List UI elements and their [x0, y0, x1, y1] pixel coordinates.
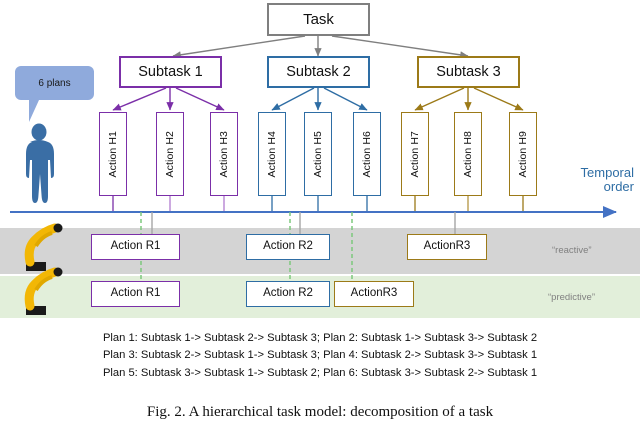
subtask-1-label: Subtask 1	[138, 63, 203, 80]
action-box-predictive-r2[interactable]: Action R2	[246, 281, 330, 307]
temporal-order-line2: order	[603, 178, 634, 194]
action-h1-label: Action H1	[106, 130, 119, 178]
temporal-order-label: Temporal order	[516, 166, 634, 193]
action-box-h2[interactable]: Action H2	[156, 112, 184, 196]
task-label: Task	[303, 11, 334, 28]
plan-list: Plan 1: Subtask 1-> Subtask 2-> Subtask …	[0, 330, 640, 382]
band-label-predictive: “predictive”	[548, 292, 595, 303]
action-box-reactive-r1[interactable]: Action R1	[91, 234, 180, 260]
action-box-h9[interactable]: Action H9	[509, 112, 537, 196]
callout-text: 6 plans	[38, 77, 71, 89]
action-box-h1[interactable]: Action H1	[99, 112, 127, 196]
subtask-3-label: Subtask 3	[436, 63, 501, 80]
action-box-predictive-r1[interactable]: Action R1	[91, 281, 180, 307]
action-h2-label: Action H2	[163, 130, 176, 178]
action-box-h8[interactable]: Action H8	[454, 112, 482, 196]
figure-caption: Fig. 2. A hierarchical task model: decom…	[146, 404, 494, 420]
subtask-box-1[interactable]: Subtask 1	[119, 56, 222, 88]
subtask-box-3[interactable]: Subtask 3	[417, 56, 520, 88]
plan-line-2: Plan 3: Subtask 2-> Subtask 1-> Subtask …	[102, 349, 538, 362]
action-box-reactive-r2[interactable]: Action R2	[246, 234, 330, 260]
band-label-reactive: “reactive”	[552, 245, 592, 256]
plan-line-3: Plan 5: Subtask 3-> Subtask 1-> Subtask …	[102, 366, 538, 379]
action-box-h3[interactable]: Action H3	[210, 112, 238, 196]
callout-bubble: 6 plans	[15, 66, 94, 100]
callout-tail-icon	[29, 100, 48, 122]
human-icon	[26, 123, 54, 203]
reactive-r1-label: Action R1	[110, 240, 161, 253]
action-box-predictive-r3[interactable]: ActionR3	[334, 281, 414, 307]
action-box-h7[interactable]: Action H7	[401, 112, 429, 196]
action-box-h5[interactable]: Action H5	[304, 112, 332, 196]
action-h4-label: Action H4	[265, 130, 278, 178]
task-box[interactable]: Task	[267, 3, 370, 36]
predictive-r2-label: Action R2	[263, 287, 313, 300]
predictive-r3-label: ActionR3	[350, 287, 398, 300]
predictive-r1-label: Action R1	[110, 287, 161, 300]
action-box-reactive-r3[interactable]: ActionR3	[407, 234, 487, 260]
reactive-r2-label: Action R2	[263, 240, 313, 253]
action-box-h6[interactable]: Action H6	[353, 112, 381, 196]
reactive-r3-label: ActionR3	[423, 240, 471, 253]
action-h8-label: Action H8	[461, 130, 474, 178]
plan-line-1: Plan 1: Subtask 1-> Subtask 2-> Subtask …	[102, 332, 538, 344]
action-h6-label: Action H6	[360, 130, 373, 178]
action-h5-label: Action H5	[311, 130, 324, 178]
action-box-h4[interactable]: Action H4	[258, 112, 286, 196]
temporal-order-line1: Temporal	[580, 165, 634, 180]
action-h3-label: Action H3	[217, 130, 230, 178]
action-h7-label: Action H7	[408, 130, 421, 178]
subtask-box-2[interactable]: Subtask 2	[267, 56, 370, 88]
subtask-2-label: Subtask 2	[286, 63, 351, 80]
